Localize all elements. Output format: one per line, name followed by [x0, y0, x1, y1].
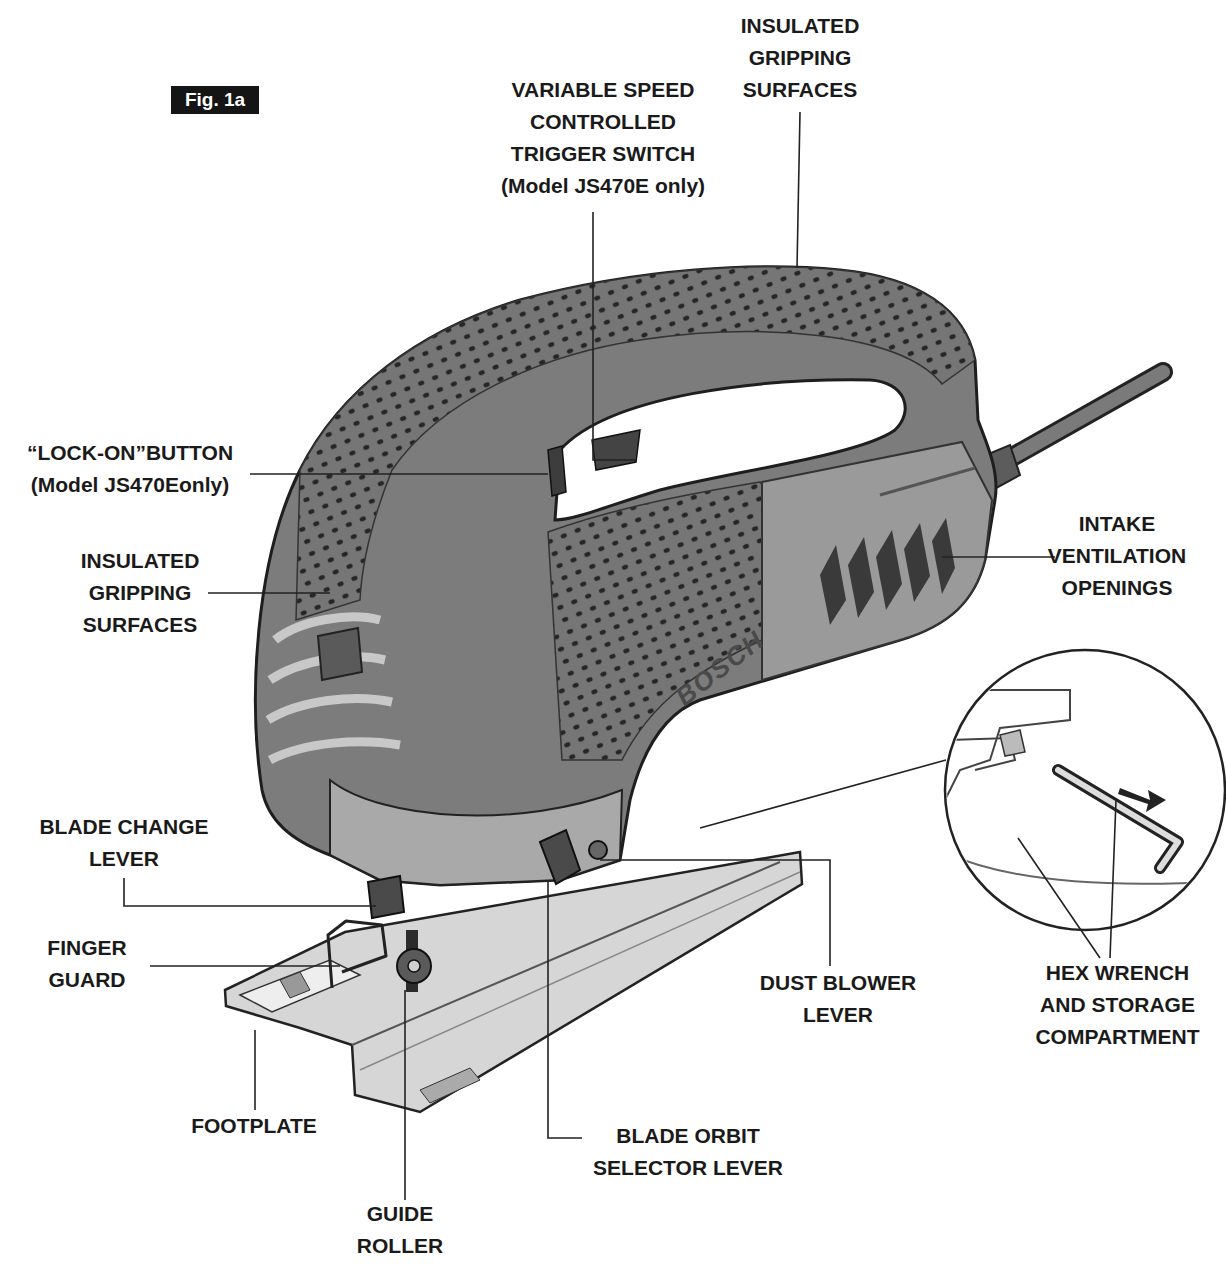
leader-line	[1018, 838, 1100, 958]
jigsaw-body	[880, 468, 975, 495]
inset-detail	[1058, 770, 1178, 868]
leader-line	[548, 882, 582, 1138]
part-label: BLADE CHANGE LEVER	[24, 811, 224, 875]
footplate	[360, 872, 800, 1070]
inset-detail	[945, 650, 1225, 930]
drawing-part	[1000, 730, 1025, 756]
figure-tag: Fig. 1a	[171, 86, 259, 114]
jigsaw-body	[932, 518, 955, 594]
jigsaw-body	[904, 523, 930, 602]
jigsaw-body	[256, 267, 996, 885]
leader-line	[150, 965, 340, 967]
leader-line	[700, 760, 946, 828]
jigsaw-body	[592, 430, 640, 470]
jigsaw-body	[762, 442, 992, 680]
blade-mechanism	[589, 841, 607, 859]
leader-line	[797, 112, 800, 268]
jigsaw-body	[876, 530, 902, 610]
part-label: FOOTPLATE	[154, 1110, 354, 1142]
leader-line	[254, 1030, 256, 1110]
leader-line	[404, 990, 406, 1200]
inset-detail	[1058, 770, 1178, 868]
part-label: INSULATED GRIPPING SURFACES	[60, 545, 220, 641]
inset-detail	[1118, 788, 1166, 812]
leader-line	[600, 860, 830, 966]
leader-line	[250, 473, 548, 475]
part-label: GUIDE ROLLER	[340, 1198, 460, 1262]
footplate	[240, 960, 360, 1012]
drawing-part	[940, 850, 1226, 884]
blade-mechanism	[328, 830, 607, 992]
footplate	[225, 852, 802, 1112]
footplate	[280, 972, 310, 998]
part-label: INTAKE VENTILATION OPENINGS	[1032, 508, 1202, 604]
jigsaw-body	[820, 545, 846, 625]
inset-detail	[940, 650, 1226, 930]
leader-line	[942, 556, 1055, 558]
drawing-part	[940, 690, 1070, 800]
leader-line	[124, 112, 1116, 1200]
footplate	[420, 1068, 480, 1103]
blade-mechanism	[397, 949, 431, 983]
jigsaw-body	[548, 482, 792, 760]
jigsaw-body	[548, 446, 566, 496]
leader-line	[1110, 800, 1116, 958]
part-label: “LOCK-ON”BUTTON (Model JS470Eonly)	[5, 437, 255, 501]
blade-mechanism	[540, 830, 580, 884]
blade-mechanism	[328, 921, 386, 988]
jigsaw-body	[318, 628, 362, 680]
jigsaw-body	[268, 617, 400, 760]
jigsaw-body	[256, 267, 996, 885]
figure-number: Fig. 1a	[185, 89, 245, 111]
part-label: VARIABLE SPEED CONTROLLED TRIGGER SWITCH…	[488, 74, 718, 202]
part-label: BLADE ORBIT SELECTOR LEVER	[573, 1120, 803, 1184]
part-label: INSULATED GRIPPING SURFACES	[720, 10, 880, 106]
part-label: FINGER GUARD	[27, 932, 147, 996]
jigsaw-body	[330, 780, 622, 885]
jigsaw-body	[848, 537, 874, 618]
part-label: DUST BLOWER LEVER	[738, 967, 938, 1031]
footplate	[225, 852, 802, 1112]
leader-line	[124, 878, 376, 906]
blade-mechanism	[368, 876, 404, 918]
blade-mechanism	[408, 960, 420, 972]
footplate	[352, 862, 780, 1045]
leader-line	[208, 592, 330, 594]
drawing-part	[940, 690, 1226, 884]
leader-line	[593, 212, 636, 460]
part-label: HEX WRENCH AND STORAGE COMPARTMENT	[1025, 957, 1210, 1053]
